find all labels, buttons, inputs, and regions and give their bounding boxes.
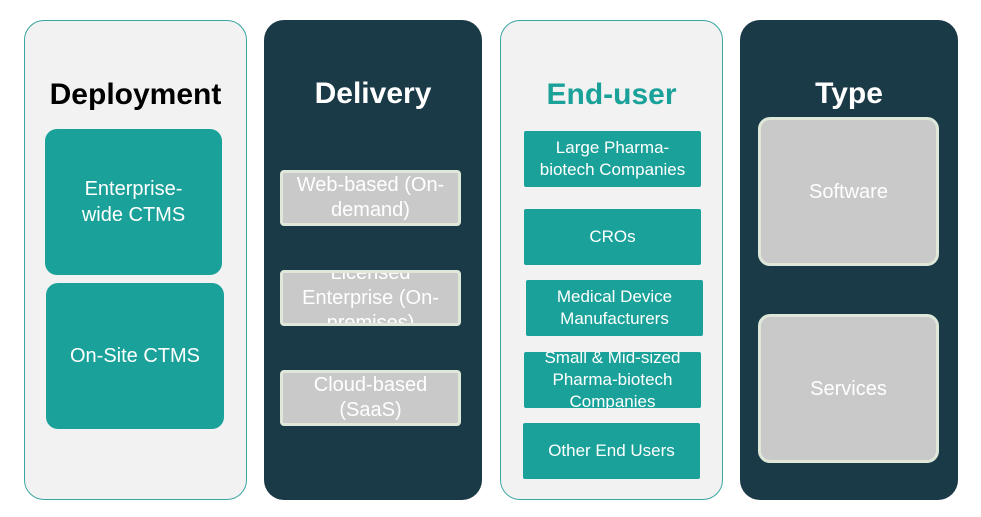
delivery-item-cloud-based: Cloud-based (SaaS) bbox=[280, 370, 461, 426]
type-title: Type bbox=[815, 77, 883, 110]
type-panel: Type Software Services bbox=[740, 20, 958, 500]
end-user-item-cros: CROs bbox=[524, 209, 701, 265]
delivery-panel: Delivery Web-based (On-demand) Licensed … bbox=[264, 20, 482, 500]
delivery-title: Delivery bbox=[314, 77, 432, 110]
end-user-item-other: Other End Users bbox=[523, 423, 700, 479]
end-user-title: End-user bbox=[546, 78, 677, 111]
deployment-panel: Deployment Enterprise-wide CTMS On-Site … bbox=[24, 20, 247, 500]
type-item-services: Services bbox=[758, 314, 939, 463]
delivery-item-web-based: Web-based (On-demand) bbox=[280, 170, 461, 226]
end-user-item-large-pharma: Large Pharma-biotech Companies bbox=[524, 131, 701, 187]
delivery-item-licensed: Licensed Enterprise (On-premises) bbox=[280, 270, 461, 326]
deployment-item-on-site: On-Site CTMS bbox=[46, 283, 224, 429]
type-item-software: Software bbox=[758, 117, 939, 266]
deployment-title: Deployment bbox=[49, 78, 222, 111]
deployment-item-enterprise-wide: Enterprise-wide CTMS bbox=[45, 129, 222, 275]
end-user-panel: End-user Large Pharma-biotech Companies … bbox=[500, 20, 723, 500]
end-user-item-small-mid-pharma: Small & Mid-sized Pharma-biotech Compani… bbox=[524, 352, 701, 408]
end-user-item-medical-device: Medical Device Manufacturers bbox=[526, 280, 703, 336]
